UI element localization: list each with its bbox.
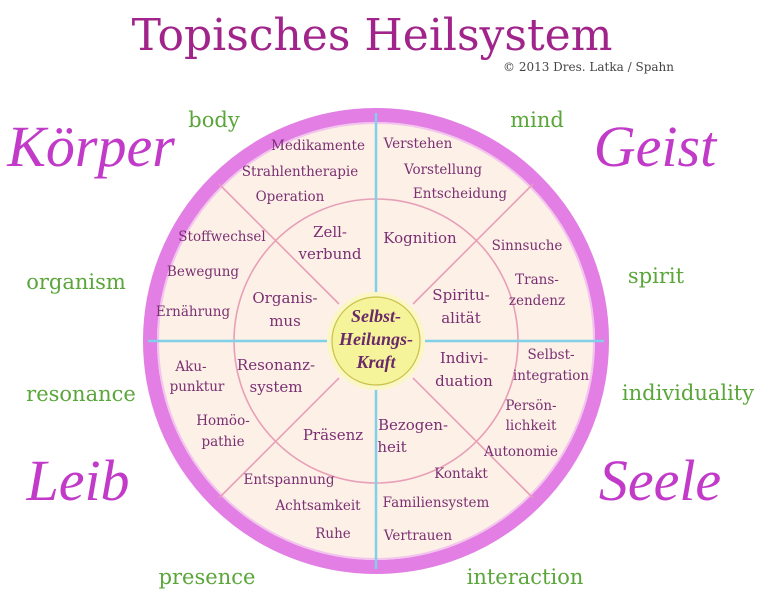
english-label-organism: organism (26, 270, 126, 294)
outer-label-homoeopathie-1: Homöo- (196, 413, 250, 429)
inner-label-organismus-2: mus (269, 312, 301, 330)
quadrant-label-seele: Seele (599, 448, 721, 513)
inner-label-resonanzsystem-2: system (250, 378, 303, 396)
english-label-body: body (188, 108, 240, 132)
inner-label-praesenz: Präsenz (303, 426, 363, 444)
english-label-individuality: individuality (622, 381, 754, 405)
outer-label-familiensystem: Familiensystem (383, 495, 490, 511)
outer-label-autonomie: Autonomie (483, 444, 558, 460)
inner-label-bezogenheit-2: heit (377, 438, 406, 456)
outer-label-verstehen: Verstehen (383, 136, 453, 152)
outer-label-selbstintegration-2: integration (513, 368, 589, 384)
outer-label-vorstellung: Vorstellung (403, 162, 482, 178)
outer-label-achtsamkeit: Achtsamkeit (274, 498, 361, 514)
outer-label-medikamente: Medikamente (271, 138, 365, 154)
page-title: Topisches Heilsystem (132, 10, 613, 61)
inner-label-spiritualitaet-1: Spiritu- (432, 286, 489, 304)
inner-label-individuation-2: duation (435, 372, 493, 390)
outer-label-homoeopathie-2: pathie (201, 434, 244, 450)
outer-label-bewegung: Bewegung (167, 264, 239, 280)
diagonal-divider-se (412, 377, 534, 499)
outer-label-entspannung: Entspannung (243, 472, 334, 488)
english-label-mind: mind (510, 108, 564, 132)
quadrant-label-leib: Leib (25, 448, 129, 513)
outer-label-selbstintegration-1: Selbst- (527, 347, 574, 363)
outer-label-akupunktur-1: Aku- (174, 359, 206, 375)
outer-label-transzendenz-1: Trans- (515, 272, 559, 288)
english-label-spirit: spirit (628, 264, 685, 288)
inner-label-individuation-1: Indivi- (440, 349, 488, 367)
outer-label-kontakt: Kontakt (434, 466, 488, 482)
diagonal-divider-sw (218, 377, 340, 499)
outer-label-ernaehrung: Ernährung (156, 304, 231, 320)
copyright-note: © 2013 Dres. Latka / Spahn (503, 60, 674, 74)
inner-label-zellverbund-2: verbund (297, 245, 361, 263)
diagonal-divider-nw (218, 183, 340, 305)
inner-label-organismus-1: Organis- (252, 289, 317, 307)
inner-label-bezogenheit-1: Bezogen- (378, 416, 448, 434)
outer-label-persoenlichkeit-1: Persön- (505, 398, 556, 414)
inner-label-spiritualitaet-2: alität (441, 309, 481, 327)
quadrant-label-geist: Geist (594, 114, 718, 179)
outer-label-persoenlichkeit-2: lichkeit (506, 418, 557, 434)
diagonal-divider-ne (412, 183, 534, 305)
inner-label-kognition: Kognition (383, 229, 457, 247)
outer-label-operation: Operation (256, 189, 325, 205)
center-circle (331, 296, 421, 386)
english-label-resonance: resonance (26, 382, 136, 406)
center-label-line1: Selbst- (351, 306, 401, 326)
outer-label-sinnsuche: Sinnsuche (492, 238, 563, 254)
english-label-presence: presence (159, 565, 256, 589)
outer-label-stoffwechsel: Stoffwechsel (178, 229, 265, 245)
center-label-line3: Kraft (355, 352, 396, 372)
outer-label-transzendenz-2: zendenz (509, 293, 565, 309)
outer-label-vertrauen: Vertrauen (383, 528, 453, 544)
outer-label-ruhe: Ruhe (315, 526, 351, 542)
outer-label-akupunktur-2: punktur (170, 379, 225, 395)
center-label-line2: Heilungs- (338, 329, 413, 349)
quadrant-label-koerper: Körper (6, 114, 175, 179)
outer-label-entscheidung: Entscheidung (413, 186, 507, 202)
outer-label-strahlentherapie: Strahlentherapie (242, 164, 358, 180)
english-label-interaction: interaction (467, 565, 584, 589)
inner-label-zellverbund-1: Zell- (313, 223, 347, 241)
inner-label-resonanzsystem-1: Resonanz- (237, 356, 315, 374)
